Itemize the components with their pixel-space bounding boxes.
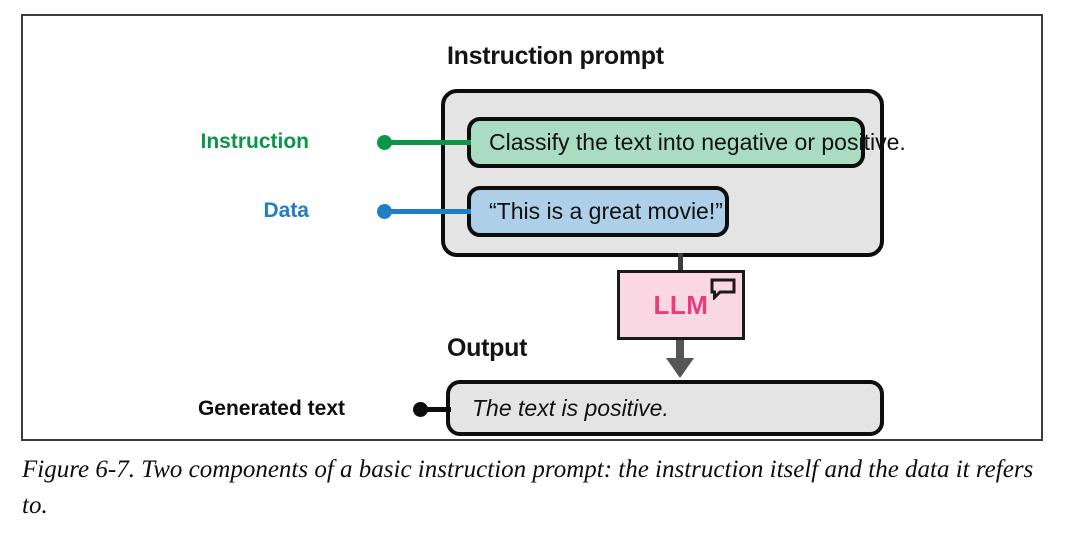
output-heading: Output: [447, 334, 528, 362]
instruction-callout-label: Instruction: [200, 130, 310, 153]
output-box: The text is positive.: [446, 380, 884, 436]
prompt-to-llm-connector: [678, 253, 683, 273]
figure-caption: Figure 6-7. Two components of a basic in…: [22, 456, 1034, 519]
instruction-box: Classify the text into negative or posit…: [467, 117, 906, 168]
data-box: “This is a great movie!”: [467, 186, 729, 237]
instruction-callout-dot: [377, 135, 392, 150]
speech-bubble-icon: [710, 278, 736, 300]
data-callout-dot: [377, 204, 392, 219]
generated-text-callout-dot: [413, 402, 428, 417]
generated-text-callout-label: Generated text: [197, 397, 345, 420]
instruction-callout-line: [385, 140, 471, 145]
generated-text-callout-line: [421, 407, 451, 412]
llm-label: LLM: [653, 289, 709, 320]
instruction-prompt-heading: Instruction prompt: [447, 42, 664, 70]
data-callout-line: [385, 209, 471, 214]
llm-box: LLM: [617, 270, 745, 340]
llm-to-output-arrow: [666, 340, 694, 378]
figure-frame: Instruction prompt Classify the text int…: [21, 14, 1043, 441]
data-callout-label: Data: [263, 199, 309, 222]
